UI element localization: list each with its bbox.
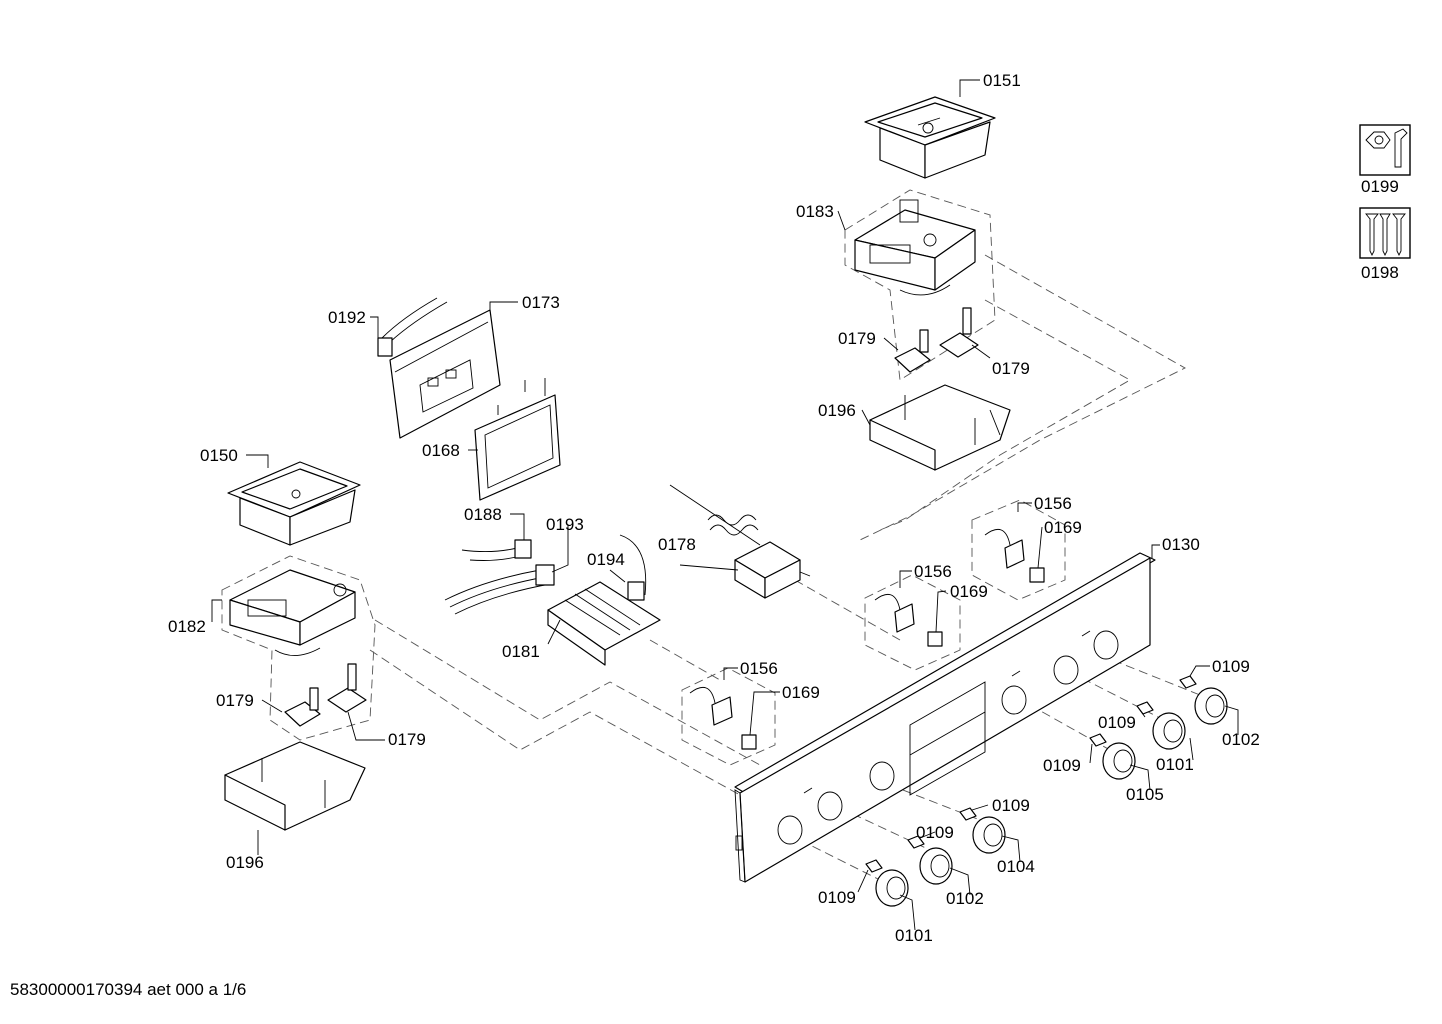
label-0196: 0196 [818,401,856,420]
label-0109: 0109 [1098,713,1136,732]
label-0178: 0178 [658,535,696,554]
part-0182-switch-group [221,555,376,741]
part-0192-connector [377,297,448,357]
label-0173: 0173 [522,293,560,312]
part-0156-0169-group-b [864,574,961,671]
label-0199: 0199 [1361,177,1399,196]
part-0150-housing [227,461,361,546]
label-0196: 0196 [226,853,264,872]
label-0168: 0168 [422,441,460,460]
part-0181-terminal-block [547,581,661,666]
label-0109: 0109 [1043,756,1081,775]
label-0109: 0109 [818,888,856,907]
label-0198: 0198 [1361,263,1399,282]
part-0156-0169-group-a [971,499,1066,601]
label-0102: 0102 [1222,730,1260,749]
part-labels: 0151 0183 0179 0179 0196 0192 0173 0168 … [168,71,1260,945]
label-0179: 0179 [838,329,876,348]
label-0156: 0156 [914,562,952,581]
label-0156: 0156 [1034,494,1072,513]
label-0109: 0109 [916,823,954,842]
label-0102: 0102 [946,889,984,908]
label-0169: 0169 [782,683,820,702]
label-0105: 0105 [1126,785,1164,804]
label-0183: 0183 [796,202,834,221]
part-0173-module [389,309,501,439]
label-0156: 0156 [740,659,778,678]
label-0169: 0169 [1044,518,1082,537]
part-0151-housing [864,96,996,179]
label-0109: 0109 [992,796,1030,815]
knobs [865,675,1228,907]
label-0104: 0104 [997,857,1035,876]
label-0179: 0179 [992,359,1030,378]
label-0169: 0169 [950,582,988,601]
label-0193: 0193 [546,515,584,534]
part-0168-frame [474,378,561,501]
part-0188-0193-wiring [444,534,647,615]
label-0151: 0151 [983,71,1021,90]
part-0178-thermostat [669,484,811,599]
label-0179: 0179 [388,730,426,749]
label-0101: 0101 [1156,755,1194,774]
label-0109: 0109 [1212,657,1250,676]
label-0188: 0188 [464,505,502,524]
label-0150: 0150 [200,446,238,465]
part-0156-0169-group-c [681,667,776,766]
label-0194: 0194 [587,550,625,569]
screws-icon: 0198 [1359,207,1411,282]
document-id: 58300000170394 aet 000 a 1/6 [10,980,247,999]
part-0183-switch-group [844,189,996,381]
label-0192: 0192 [328,308,366,327]
wrench-nut-icon: 0199 [1359,124,1411,196]
label-0179: 0179 [216,691,254,710]
label-0182: 0182 [168,617,206,636]
leader-lines [211,79,1239,931]
label-0101: 0101 [895,926,933,945]
label-0181: 0181 [502,642,540,661]
part-0130-control-panel [734,552,1156,883]
part-0196-upper-bracket [869,384,1011,471]
part-0196-lower-bracket [224,741,366,831]
label-0130: 0130 [1162,535,1200,554]
